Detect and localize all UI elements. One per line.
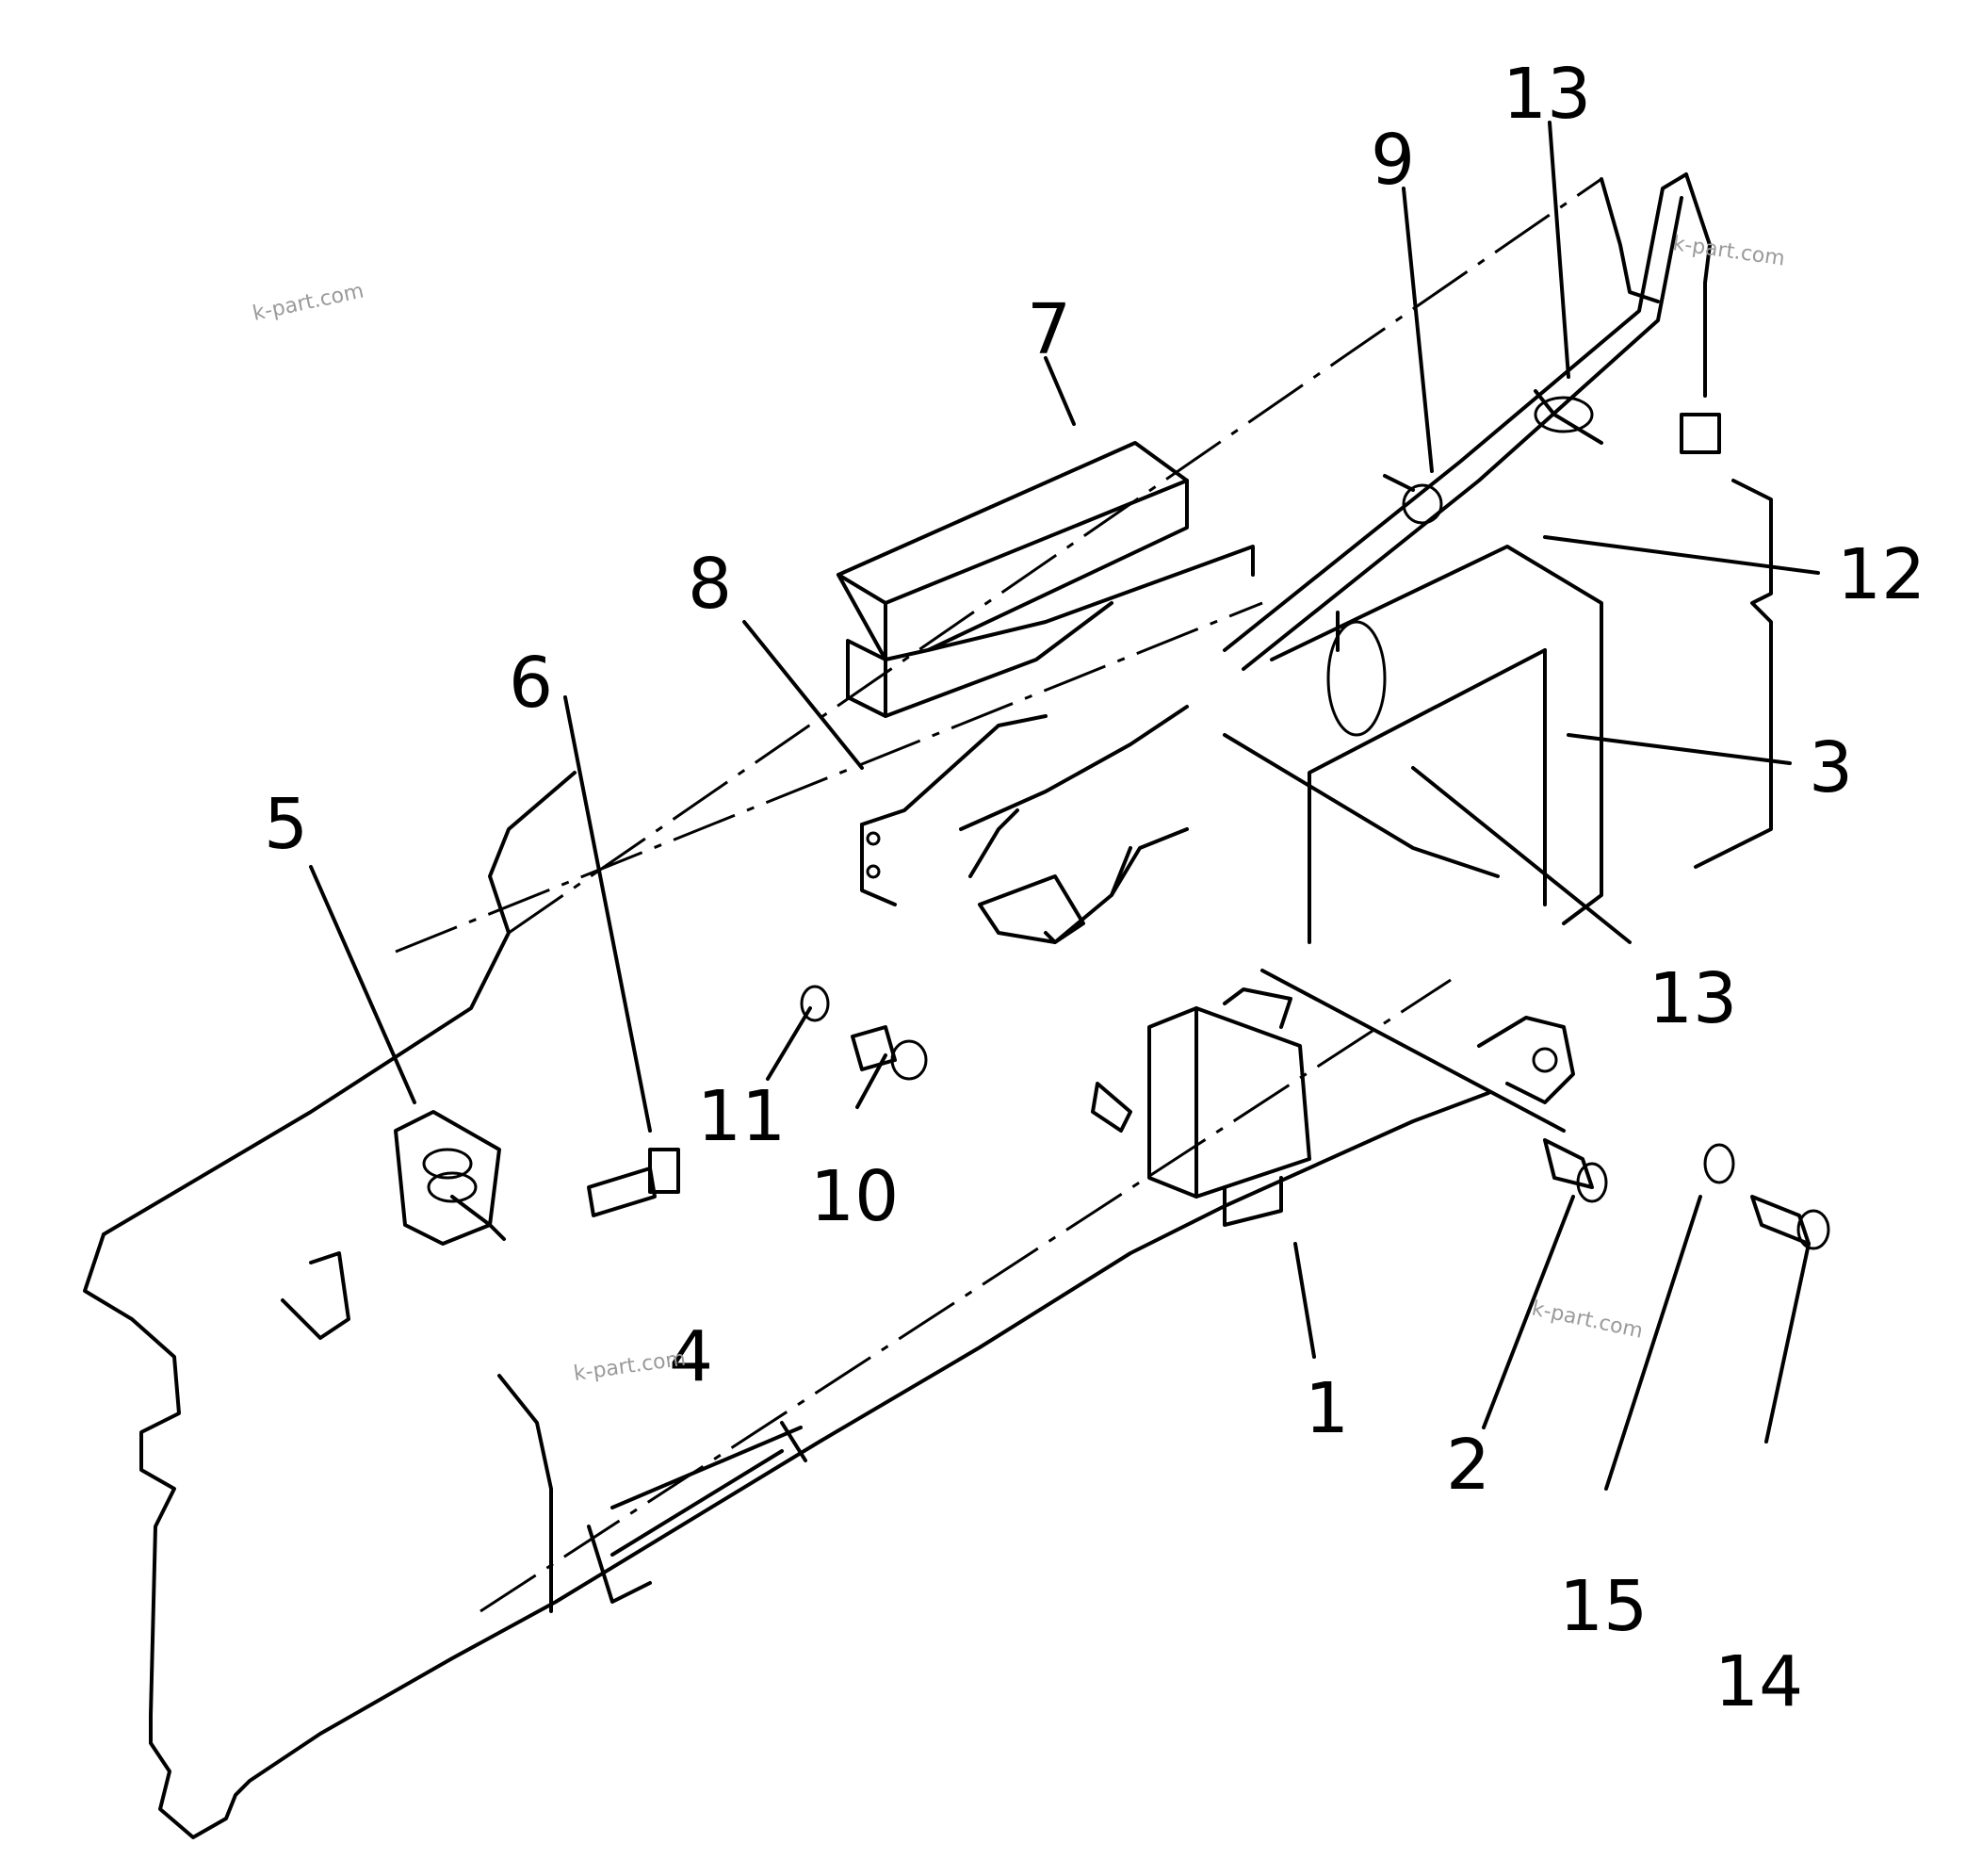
callout-13-lower: 13 (1649, 958, 1737, 1039)
callout-8: 8 (688, 544, 732, 625)
callout-5: 5 (264, 784, 308, 865)
misc-bolt (1091, 1082, 1132, 1133)
callout-13-top: 13 (1503, 54, 1591, 135)
callout-labels: 1 2 3 4 5 6 7 8 9 10 11 12 13 13 14 15 (264, 54, 1925, 1722)
watermark-2: k-part.com (1671, 232, 1786, 270)
part-2-bolt (1543, 1138, 1608, 1203)
callout-14: 14 (1714, 1641, 1803, 1722)
part-4-bracket (587, 1421, 807, 1604)
callout-11: 11 (697, 1076, 786, 1157)
part-6-bolt (587, 1148, 680, 1217)
callout-3: 3 (1809, 727, 1853, 808)
callout-4: 4 (669, 1316, 713, 1397)
callout-6: 6 (509, 643, 553, 724)
part-15-washer (1703, 1143, 1735, 1184)
part-5-bracket (281, 1110, 506, 1340)
callout-10: 10 (810, 1156, 899, 1237)
part-12-cable (1223, 172, 1721, 737)
part-3-housing (1223, 479, 1773, 944)
callout-1: 1 (1305, 1368, 1349, 1449)
part-14-bracket (1477, 1016, 1575, 1104)
part-8-bracket (860, 705, 1189, 944)
callout-15: 15 (1559, 1566, 1648, 1647)
callout-2: 2 (1446, 1425, 1490, 1506)
watermark-3: k-part.com (1530, 1297, 1645, 1343)
callout-7: 7 (1027, 289, 1071, 370)
callout-9: 9 (1371, 120, 1415, 201)
part-14-bolt (1750, 1195, 1830, 1250)
callout-12: 12 (1837, 534, 1925, 615)
main-panel (83, 177, 1660, 1839)
part-10-bolt (851, 1025, 928, 1081)
leader-lines (309, 121, 1820, 1509)
part-7-box (837, 441, 1255, 718)
part-1-control-box (1147, 987, 1311, 1227)
part-9-screw (1383, 474, 1443, 525)
watermark-1: k-part.com (251, 280, 366, 326)
part-11-washer (800, 985, 830, 1022)
